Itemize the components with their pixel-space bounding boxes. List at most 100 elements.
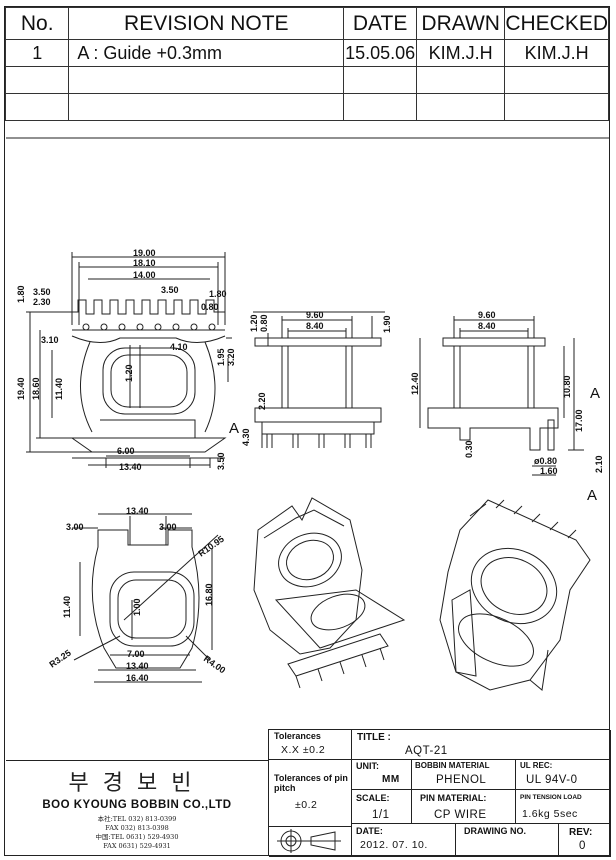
front-view bbox=[253, 311, 385, 448]
front-view-dims: 9.60 8.40 1.20 0.80 1.90 2.20 4.30 A bbox=[229, 310, 392, 446]
unit-label: UNIT: bbox=[356, 761, 379, 771]
dim-2-20: 2.20 bbox=[257, 392, 267, 410]
ul-label: UL REC: bbox=[520, 761, 553, 770]
dim-1-90: 1.90 bbox=[382, 315, 392, 333]
dim-4-10: 4.10 bbox=[170, 342, 188, 352]
header-drawn: DRAWN bbox=[416, 7, 506, 40]
dim-3-50-b: 3.50 bbox=[161, 285, 179, 295]
company-block: 부경보빈 BOO KYOUNG BOBBIN CO.,LTD 本社:TEL 03… bbox=[6, 760, 268, 856]
dim-16-80: 16.80 bbox=[204, 583, 214, 606]
header-revision-note: REVISION NOTE bbox=[68, 7, 345, 40]
dim-1-20: 1.20 bbox=[124, 364, 134, 382]
dim-8-40-b: 8.40 bbox=[478, 321, 496, 331]
section-a-bottom: A bbox=[587, 487, 597, 504]
tolerance-value: X.X ±0.2 bbox=[281, 744, 326, 756]
dim-3-50-c: 3.50 bbox=[216, 452, 226, 470]
radius-10-95: R10.95 bbox=[196, 534, 226, 559]
bobbin-material-value: PHENOL bbox=[436, 774, 487, 786]
bobbin-material-cell: BOBBIN MATERIAL PHENOL bbox=[412, 760, 516, 790]
title-value: AQT-21 bbox=[405, 745, 448, 757]
side-view bbox=[419, 316, 584, 476]
pin-tolerance-cell: Tolerances of pin pitch ±0.2 bbox=[269, 760, 352, 827]
revision-note: A : Guide +0.3mm bbox=[68, 39, 345, 67]
address-line-3: 中国:TEL 0631) 529-4930 bbox=[95, 833, 179, 841]
rev-value: 0 bbox=[579, 840, 586, 852]
scale-value: 1/1 bbox=[372, 809, 390, 821]
title-block: Tolerances X.X ±0.2 Tolerances of pin pi… bbox=[268, 729, 611, 857]
dim-12-40: 12.40 bbox=[410, 372, 420, 395]
revision-checked: KIM.J.H bbox=[504, 39, 609, 67]
projection-symbol-icon bbox=[277, 829, 341, 853]
bottom-view bbox=[72, 513, 219, 683]
revision-date: 15.05.06 bbox=[343, 39, 418, 67]
dim-0-80: 0.80 bbox=[201, 302, 219, 312]
dim-14-00: 14.00 bbox=[133, 270, 156, 280]
rev-cell: REV: 0 bbox=[559, 824, 611, 857]
company-name-english: BOO KYOUNG BOBBIN CO.,LTD bbox=[42, 799, 232, 811]
dim-16-40: 16.40 bbox=[126, 673, 149, 683]
pin-material-label: PIN MATERIAL: bbox=[420, 793, 487, 803]
dim-0-30: 0.30 bbox=[464, 440, 474, 458]
dim-11-40-b: 11.40 bbox=[62, 596, 72, 618]
pin-load-value: 1.6kg 5sec bbox=[522, 808, 578, 820]
section-a-right: A bbox=[590, 385, 600, 402]
ul-value: UL 94V-0 bbox=[526, 774, 578, 786]
address-line-2: FAX 032) 813-0398 bbox=[105, 824, 169, 832]
unit-cell: UNIT: MM bbox=[352, 760, 412, 790]
bottom-view-dims: 13.40 3.00 3.00 R10.95 11.40 16.80 1.00 … bbox=[47, 506, 227, 683]
address-line-4: FAX 0631) 529-4931 bbox=[103, 842, 171, 850]
side-view-dims: 9.60 8.40 12.40 10.80 17.00 0.30 ø0.80 1… bbox=[410, 310, 604, 504]
drawing-no-label: DRAWING NO. bbox=[464, 826, 526, 836]
company-address: 本社:TEL 032) 813-0399 FAX 032) 813-0398 中… bbox=[6, 815, 268, 851]
revision-table: No. REVISION NOTE DATE DRAWN CHECKED 1 A… bbox=[4, 7, 609, 121]
tolerance-label: Tolerances bbox=[274, 731, 321, 741]
pin-tolerance-label: Tolerances of pin pitch bbox=[274, 773, 348, 793]
dim-13-40-c: 13.40 bbox=[126, 661, 149, 671]
scale-label: SCALE: bbox=[356, 793, 390, 803]
section-a-left: A bbox=[229, 420, 239, 437]
pin-material-value: CP WIRE bbox=[434, 809, 487, 821]
dim-3-00-b: 3.00 bbox=[159, 522, 177, 532]
isometric-view-left bbox=[253, 497, 406, 689]
date-cell: DATE: 2012. 07. 10. bbox=[352, 824, 456, 857]
drawing-no-cell: DRAWING NO. bbox=[456, 824, 559, 857]
radius-4-00: R4.00 bbox=[202, 653, 227, 675]
dim-dia-0-80: ø0.80 bbox=[534, 456, 557, 466]
ul-cell: UL REC: UL 94V-0 bbox=[516, 760, 611, 790]
unit-value: MM bbox=[382, 774, 400, 785]
pin-tolerance-value: ±0.2 bbox=[295, 799, 318, 811]
dim-10-80: 10.80 bbox=[562, 375, 572, 398]
top-view-dims: 19.00 18.10 14.00 3.50 2.30 3.50 1.80 0.… bbox=[16, 248, 236, 472]
dim-13-40-b: 13.40 bbox=[126, 506, 149, 516]
dim-11-40: 11.40 bbox=[54, 378, 64, 400]
address-line-1: 本社:TEL 032) 813-0399 bbox=[97, 815, 177, 823]
tolerance-cell: Tolerances X.X ±0.2 bbox=[269, 730, 352, 760]
dim-1-00: 1.00 bbox=[132, 598, 142, 616]
dim-2-10: 2.10 bbox=[594, 455, 604, 473]
pin-load-cell: PIN TENSION LOAD 1.6kg 5sec bbox=[516, 790, 611, 824]
dim-1-95: 1.95 bbox=[216, 348, 226, 366]
bobbin-material-label: BOBBIN MATERIAL bbox=[415, 761, 490, 770]
dim-3-10: 3.10 bbox=[41, 335, 59, 345]
pin-load-label: PIN TENSION LOAD bbox=[520, 794, 582, 801]
dim-3-00: 3.00 bbox=[66, 522, 84, 532]
dim-3-50: 3.50 bbox=[33, 287, 51, 297]
dim-13-40: 13.40 bbox=[119, 462, 142, 472]
pin-material-cell: PIN MATERIAL: CP WIRE bbox=[412, 790, 516, 824]
projection-symbol-cell bbox=[269, 827, 352, 857]
dim-9-60-b: 9.60 bbox=[478, 310, 496, 320]
dim-17-00: 17.00 bbox=[574, 409, 584, 432]
date-label: DATE: bbox=[356, 826, 383, 836]
dim-3-20: 3.20 bbox=[226, 348, 236, 366]
dim-18-10: 18.10 bbox=[133, 258, 156, 268]
date-value: 2012. 07. 10. bbox=[360, 839, 428, 851]
dim-4-30: 4.30 bbox=[241, 428, 251, 446]
top-view bbox=[26, 252, 232, 468]
dim-19-40: 19.40 bbox=[16, 377, 26, 400]
radius-3-25: R3.25 bbox=[47, 648, 72, 670]
title-label: TITLE : bbox=[357, 732, 391, 743]
dim-1-20-b: 1.20 bbox=[249, 314, 259, 332]
dim-18-60: 18.60 bbox=[31, 377, 41, 400]
company-name-korean: 부경보빈 bbox=[68, 771, 206, 796]
dim-7-00: 7.00 bbox=[127, 649, 145, 659]
